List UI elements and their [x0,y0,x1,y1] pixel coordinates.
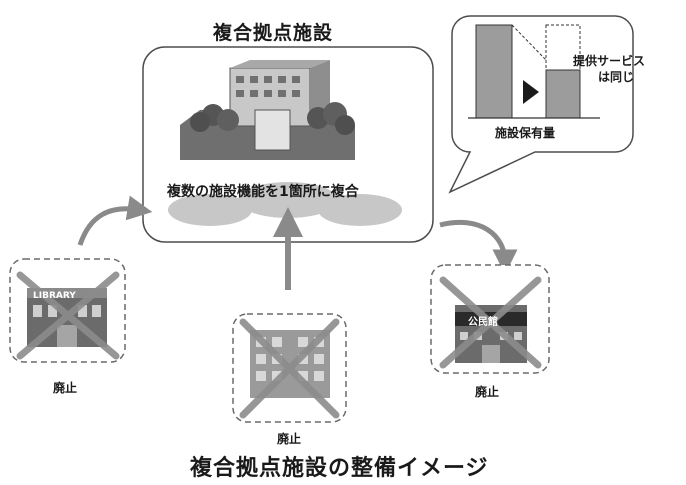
right-arrow [439,219,518,275]
service-label-line2: は同じ [598,70,635,84]
library-facility [9,258,126,363]
right-abolished-label: 廃止 [475,385,500,399]
diagram-footer-title: 複合拠点施設の整備イメージ [190,456,489,481]
complex-base-ellipse [168,194,252,226]
left-abolished-label: 廃止 [53,381,78,395]
complex-facility-title: 複合拠点施設 [213,22,334,44]
service-label-line1: 提供サービス [573,54,646,68]
left-arrow [77,195,153,246]
inset-axis-label: 施設保有量 [495,126,556,140]
community-hall-facility [430,264,550,374]
bar-before [475,24,513,119]
center-abolished-label: 廃止 [277,432,302,446]
center-facility [232,313,347,423]
bar-after [545,69,581,119]
reduction-arrow-icon [523,80,539,104]
library-sign: LIBRARY [33,291,76,301]
community-hall-sign: 公民館 [468,317,498,328]
complex-facility-caption: 複数の施設機能を1箇所に複合 [167,184,359,200]
complex-building-illustration [180,60,355,160]
inset-chart [468,24,600,119]
